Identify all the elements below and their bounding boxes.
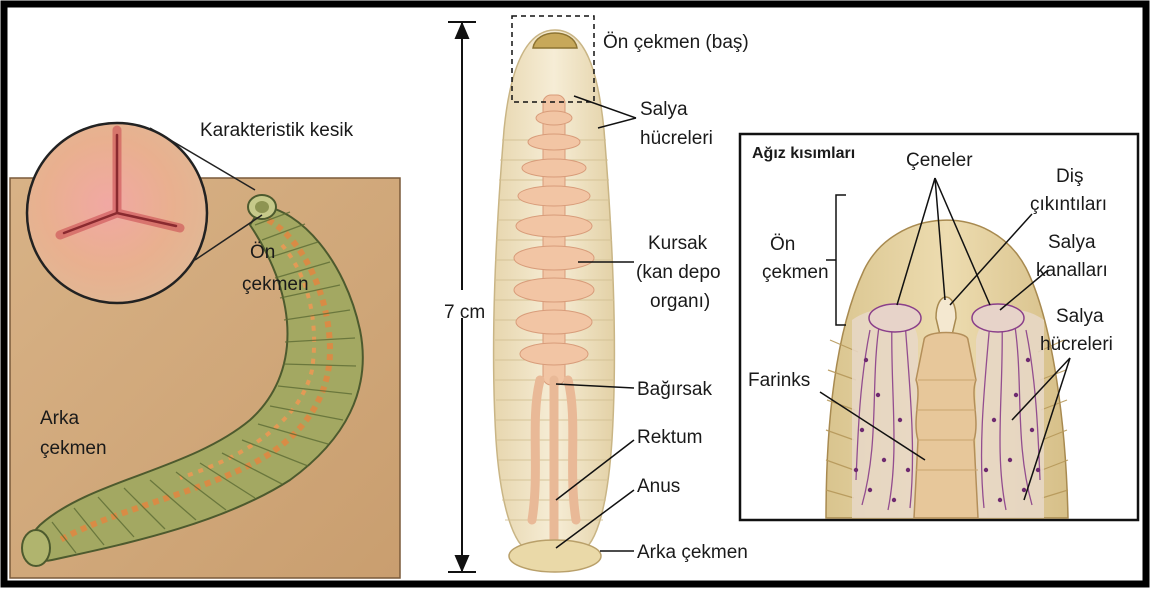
- label-front-sucker-line2: çekmen: [242, 274, 309, 295]
- label-salivary-ducts-line1: Salya: [1048, 232, 1096, 253]
- label-crop-line3: organı): [650, 291, 710, 312]
- label-rear-sucker-line2: çekmen: [40, 438, 107, 459]
- label-rectum: Rektum: [637, 427, 702, 448]
- label-salivary-line2: hücreleri: [640, 128, 713, 149]
- label-rear-sucker: Arka çekmen: [637, 542, 748, 563]
- inset-title: Ağız kısımları: [752, 145, 855, 162]
- leech-dorsal-body: [494, 30, 615, 572]
- left-panel: Karakteristik kesik Ön çekmen Arka çekme…: [10, 120, 400, 578]
- label-head-sucker: Ön çekmen (baş): [603, 32, 749, 53]
- label-salivary-cells-line1: Salya: [1056, 306, 1104, 327]
- label-pharynx: Farinks: [748, 370, 810, 391]
- label-teeth-line2: çıkıntıları: [1030, 194, 1107, 215]
- label-crop-line1: Kursak: [648, 233, 708, 254]
- label-characteristic-cut: Karakteristik kesik: [200, 120, 354, 141]
- length-label: 7 cm: [444, 302, 485, 323]
- label-front-line2: çekmen: [762, 262, 829, 283]
- mouthparts-inset: Ağız kısımları Çeneler Diş çıkıntıları Ö…: [740, 134, 1138, 520]
- label-front-sucker-line1: Ön: [250, 242, 275, 263]
- label-crop-line2: (kan depo: [636, 262, 721, 283]
- label-intestine: Bağırsak: [637, 379, 712, 400]
- label-salivary-line1: Salya: [640, 99, 688, 120]
- label-teeth-line1: Diş: [1056, 166, 1083, 187]
- label-rear-sucker-line1: Arka: [40, 408, 80, 429]
- label-salivary-ducts-line2: kanalları: [1036, 260, 1108, 281]
- label-salivary-cells-line2: hücreleri: [1040, 334, 1113, 355]
- label-jaws: Çeneler: [906, 150, 973, 171]
- label-anus: Anus: [637, 476, 680, 497]
- label-front-line1: Ön: [770, 234, 795, 255]
